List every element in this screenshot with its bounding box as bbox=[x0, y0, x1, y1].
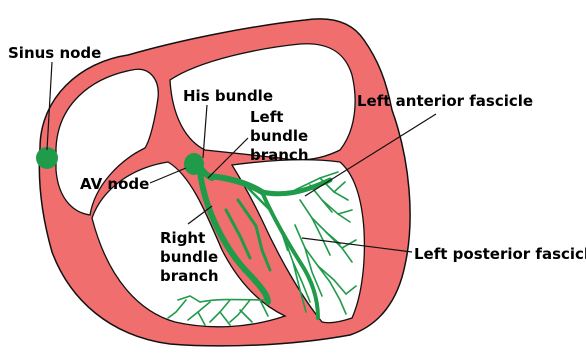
label-right-bundle-branch-line1: Right bbox=[160, 229, 205, 247]
label-av-node: AV node bbox=[80, 175, 149, 193]
sinus-node-dot bbox=[36, 147, 58, 169]
label-sinus-node: Sinus node bbox=[8, 44, 101, 62]
label-his-bundle: His bundle bbox=[183, 87, 273, 105]
label-right-bundle-branch-line2: bundle bbox=[160, 248, 218, 266]
label-left-bundle-branch-line2: bundle bbox=[250, 127, 308, 145]
label-left-bundle-branch-line3: branch bbox=[250, 146, 309, 164]
label-left-anterior-fascicle: Left anterior fascicle bbox=[357, 92, 533, 110]
av-node-dot bbox=[184, 153, 204, 175]
label-left-bundle-branch-line1: Left bbox=[250, 108, 283, 126]
label-right-bundle-branch-line3: branch bbox=[160, 267, 219, 285]
label-left-posterior-fascicle: Left posterior fascicle bbox=[414, 245, 586, 263]
